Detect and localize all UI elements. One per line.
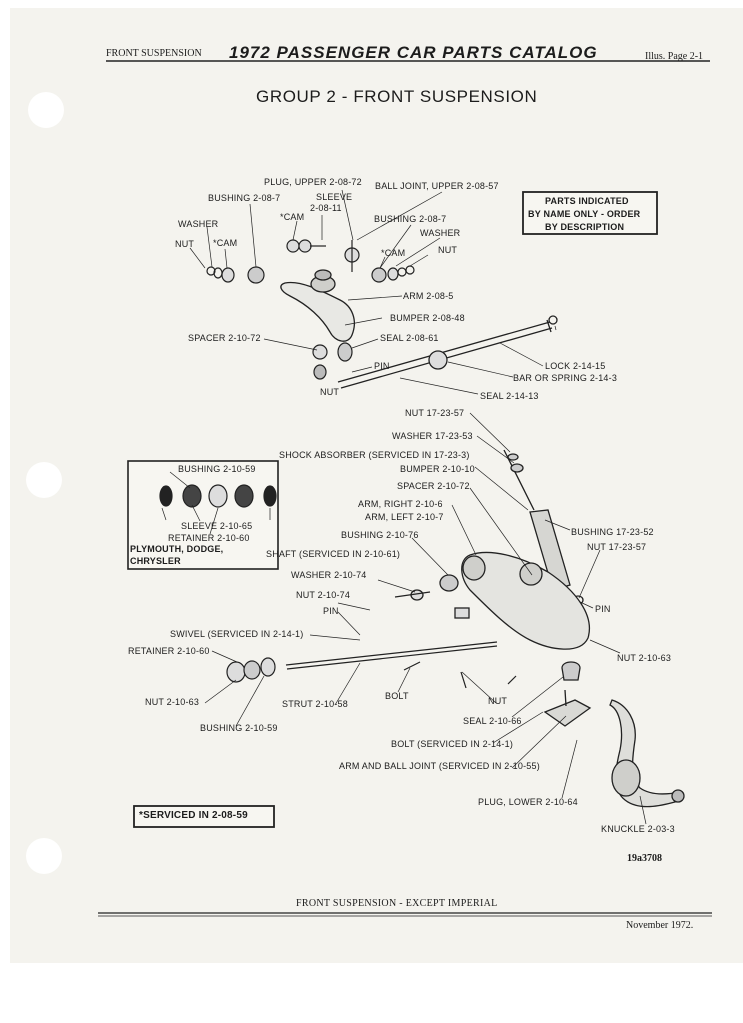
parts-note-box <box>522 191 658 235</box>
label-arm-left: ARM, LEFT 2-10-7 <box>365 512 444 522</box>
label-spacer-mid: SPACER 2-10-72 <box>397 481 470 491</box>
label-knuckle: KNUCKLE 2-03-3 <box>601 824 675 834</box>
label-seal-208-61: SEAL 2-08-61 <box>380 333 439 343</box>
parts-note-line-3: BY DESCRIPTION <box>545 222 625 232</box>
sway-bar <box>337 315 558 389</box>
label-spacer-top: SPACER 2-10-72 <box>188 333 261 343</box>
label-bushing-210-76: BUSHING 2-10-76 <box>341 530 419 540</box>
label-plug-lower: PLUG, LOWER 2-10-64 <box>478 797 578 807</box>
label-shaft: SHAFT (SERVICED IN 2-10-61) <box>266 549 401 559</box>
lower-control-arm <box>394 551 590 650</box>
label-arm-ball-joint: ARM AND BALL JOINT (SERVICED IN 2-10-55) <box>339 761 540 771</box>
catalog-title: 1972 PASSENGER CAR PARTS CATALOG <box>229 43 598 62</box>
strut-rod <box>226 641 517 689</box>
label-bushing-1723-52: BUSHING 17-23-52 <box>571 527 654 537</box>
label-washer-210-74: WASHER 2-10-74 <box>291 570 367 580</box>
label-pin-right: PIN <box>595 604 611 614</box>
label-nut-right: NUT <box>438 245 458 255</box>
label-cam-left: *CAM <box>213 238 238 248</box>
label-pin-top: PIN <box>374 361 390 371</box>
inset-label-bushing: BUSHING 2-10-59 <box>178 464 256 474</box>
inset-label-retainer: RETAINER 2-10-60 <box>168 533 250 543</box>
inset-label-sleeve: SLEEVE 2-10-65 <box>181 521 253 531</box>
label-bolt-mid: BOLT <box>385 691 409 701</box>
binder-hole-middle <box>26 462 62 498</box>
label-washer-right: WASHER <box>420 228 461 238</box>
label-seal-214-13: SEAL 2-14-13 <box>480 391 539 401</box>
footer-date: November 1972. <box>626 920 694 931</box>
label-pin-mid: PIN <box>323 606 339 616</box>
label-arm-right: ARM, RIGHT 2-10-6 <box>358 499 443 509</box>
footer-caption: FRONT SUSPENSION - EXCEPT IMPERIAL <box>296 898 498 909</box>
label-lock: LOCK 2-14-15 <box>545 361 606 371</box>
label-bar-spring: BAR OR SPRING 2-14-3 <box>513 373 618 383</box>
label-nut-left: NUT <box>175 239 195 249</box>
label-retainer-210-60: RETAINER 2-10-60 <box>128 646 210 656</box>
inset-applies-line-2: CHRYSLER <box>130 556 181 566</box>
binder-hole-bottom <box>26 838 62 874</box>
label-nut-210-74: NUT 2-10-74 <box>296 590 351 600</box>
leader-lines <box>161 189 647 825</box>
serviced-note-box <box>133 805 275 828</box>
inset-applies-line-1: PLYMOUTH, DODGE, <box>130 544 224 554</box>
label-strut: STRUT 2-10-58 <box>282 699 348 709</box>
label-bumper-210-10: BUMPER 2-10-10 <box>400 464 475 474</box>
label-seal-210-66: SEAL 2-10-66 <box>463 716 522 726</box>
label-shock-absorber: SHOCK ABSORBER (SERVICED IN 17-23-3) <box>279 450 470 460</box>
binder-hole-top <box>28 92 64 128</box>
label-bolt-serviced: BOLT (SERVICED IN 2-14-1) <box>391 739 514 749</box>
inset-box-frame <box>127 460 279 570</box>
label-nut-bottom: NUT <box>488 696 508 706</box>
label-washer-left: WASHER <box>178 219 219 229</box>
group-title: GROUP 2 - FRONT SUSPENSION <box>256 87 538 106</box>
serviced-note: *SERVICED IN 2-08-59 <box>139 810 248 821</box>
label-bushing-208-7-a: BUSHING 2-08-7 <box>208 193 281 203</box>
inset-bushing-parts <box>159 484 277 508</box>
label-nut-top: NUT <box>320 387 340 397</box>
label-nut-210-63-right: NUT 2-10-63 <box>617 653 672 663</box>
header-section: FRONT SUSPENSION <box>106 48 202 59</box>
steering-knuckle <box>609 699 685 808</box>
label-cam-right: *CAM <box>381 248 406 258</box>
label-cam-mid: *CAM <box>280 212 305 222</box>
figure-id: 19a3708 <box>627 853 662 864</box>
parts-note-line-2: BY NAME ONLY - ORDER <box>528 209 641 219</box>
label-sleeve-number: 2-08-11 <box>310 203 342 213</box>
upper-arm-hardware <box>206 239 415 380</box>
label-swivel: SWIVEL (SERVICED IN 2-14-1) <box>170 629 304 639</box>
illustration-page: Illus. Page 2-1 <box>645 51 704 62</box>
label-nut-210-63-left: NUT 2-10-63 <box>145 697 200 707</box>
label-bumper-208-48: BUMPER 2-08-48 <box>390 313 465 323</box>
label-nut-1723-57-a: NUT 17-23-57 <box>405 408 465 418</box>
label-plug-upper: PLUG, UPPER 2-08-72 <box>264 177 362 187</box>
label-bushing-208-7-b: BUSHING 2-08-7 <box>374 214 447 224</box>
upper-control-arm <box>280 269 355 342</box>
label-arm-208-5: ARM 2-08-5 <box>403 291 454 301</box>
ball-joint-assembly <box>543 661 592 727</box>
label-washer-1723-53: WASHER 17-23-53 <box>392 431 473 441</box>
parts-note-line-1: PARTS INDICATED <box>545 196 629 206</box>
label-sleeve: SLEEVE <box>316 192 353 202</box>
label-ball-joint-upper: BALL JOINT, UPPER 2-08-57 <box>375 181 499 191</box>
label-nut-1723-57-b: NUT 17-23-57 <box>587 542 647 552</box>
label-bushing-210-59: BUSHING 2-10-59 <box>200 723 278 733</box>
